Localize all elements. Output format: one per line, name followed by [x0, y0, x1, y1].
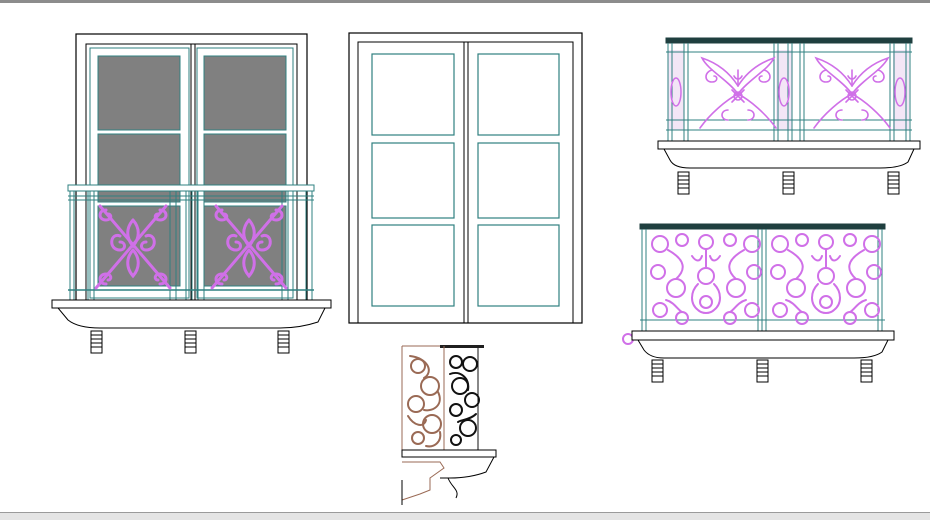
balcony-side-section[interactable]	[401, 345, 497, 505]
status-bar	[0, 512, 930, 520]
cad-drawing-canvas[interactable]	[0, 3, 930, 512]
window-top-border	[0, 0, 930, 3]
juliet-railing	[67, 184, 315, 300]
french-window-with-juliet-balcony[interactable]	[51, 33, 332, 354]
balcony-scroll-railing[interactable]	[622, 223, 895, 383]
balcony-butterfly-railing[interactable]	[657, 37, 921, 195]
double-door-six-panel[interactable]	[348, 32, 583, 324]
